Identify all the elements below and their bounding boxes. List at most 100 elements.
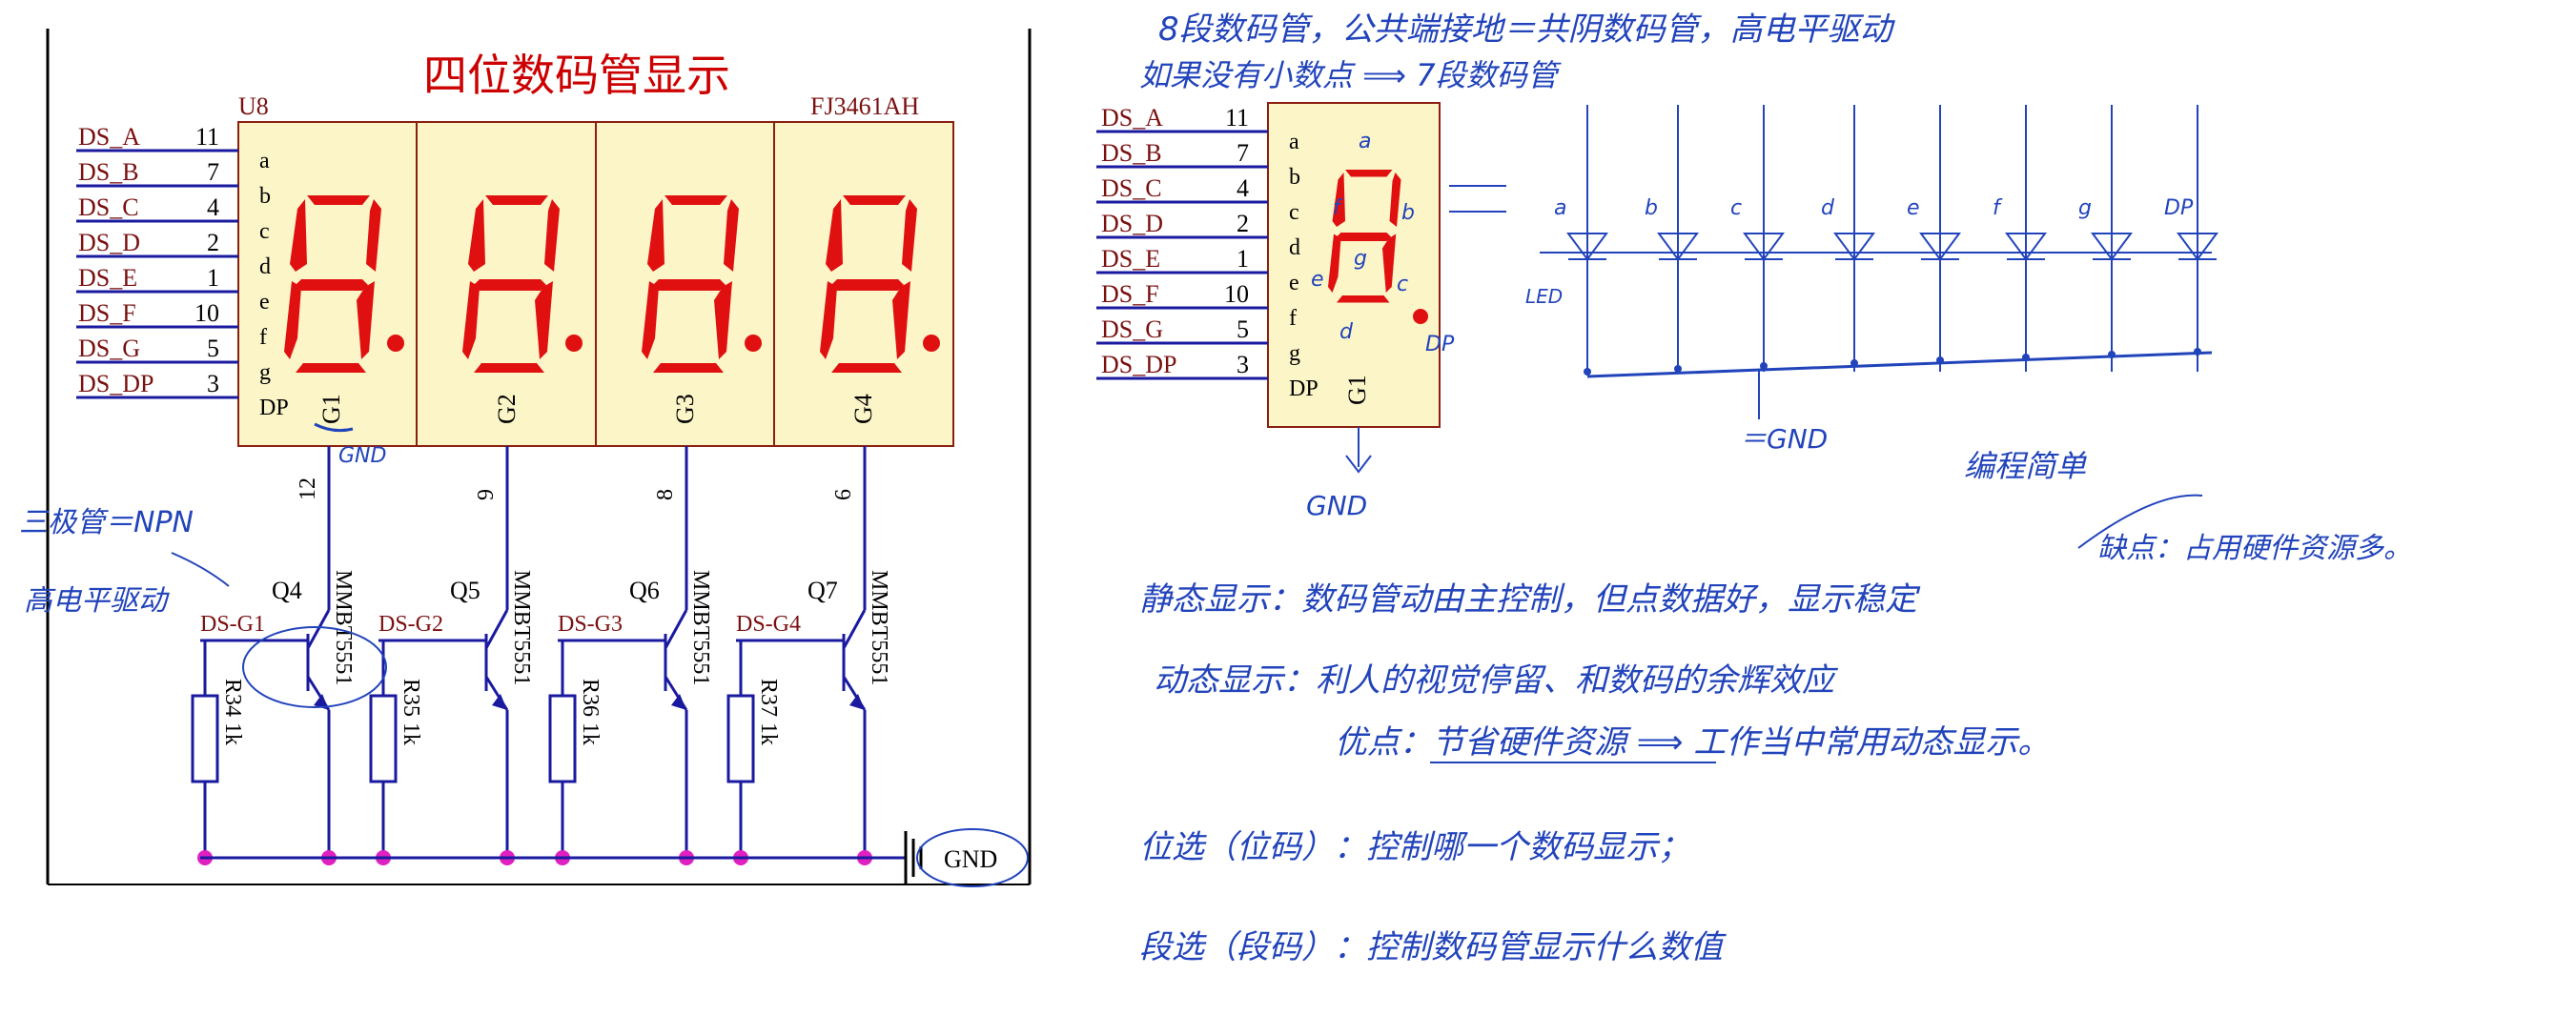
right-pin-number: 2 — [1237, 210, 1249, 237]
schematic-title: 四位数码管显示 — [423, 51, 730, 100]
segment-letter: e — [259, 290, 270, 315]
gnd-hand-note: GND — [1306, 490, 1367, 521]
collector — [484, 609, 509, 649]
digit-pin-num-3: 8 — [653, 489, 678, 500]
note-line-2: 如果没有小数点 ⟹ 7段数码管 — [1139, 57, 1563, 93]
seg-hand-b: b — [1401, 201, 1415, 225]
seg-hand-c: c — [1397, 273, 1408, 296]
digit-label-g1: G1 — [317, 394, 345, 424]
emitter-arrow — [671, 694, 686, 710]
led-node — [2022, 354, 2030, 361]
digit-label-g4: G4 — [849, 394, 877, 424]
resistor-body — [548, 694, 577, 783]
seg-hand-a: a — [1359, 130, 1371, 153]
circle-highlight — [242, 626, 387, 708]
right-segment-letter: a — [1289, 130, 1299, 154]
resistor-ref: R34 1k — [220, 679, 245, 745]
collector — [306, 609, 331, 649]
right-pin-number: 11 — [1225, 104, 1249, 132]
right-pin-number: 10 — [1224, 280, 1249, 308]
pin-name: DS_E — [78, 264, 137, 292]
note-programming: 编程简单 — [1964, 448, 2087, 484]
led-node — [2108, 351, 2116, 358]
digit-3 — [642, 195, 762, 373]
pin-name: DS_F — [78, 299, 136, 327]
net-label: DS-G4 — [736, 612, 801, 637]
right-pin-name: DS_C — [1101, 174, 1162, 202]
note-high-level: 高电平驱动 — [24, 584, 170, 618]
led-label: DP — [2164, 196, 2194, 220]
segment-letter: f — [259, 325, 267, 350]
right-pin-name: DS_G — [1101, 315, 1163, 343]
led-label: d — [1821, 196, 1835, 220]
resistor-body — [191, 694, 219, 783]
right-segment-letter: g — [1289, 341, 1300, 366]
single-digit-body — [1267, 102, 1441, 428]
pin-name: DS_A — [78, 123, 140, 151]
led-triangle — [2177, 233, 2218, 261]
transistor-model: MMBT5551 — [867, 570, 891, 685]
pin-name: DS_DP — [78, 370, 153, 397]
right-segment-letter: d — [1289, 235, 1300, 260]
pin-number: 5 — [207, 335, 219, 362]
digit-pin-num-1: 12 — [296, 478, 320, 500]
digit-1 — [284, 195, 404, 373]
led-label: f — [1993, 196, 2003, 220]
pin-name: DS_D — [78, 229, 140, 256]
single-digit — [1328, 170, 1428, 324]
note-static-cons: 缺点：占用硬件资源多。 — [2097, 532, 2412, 565]
transistor-ref: Q6 — [629, 577, 660, 604]
right-pin-name: DS_B — [1101, 139, 1162, 167]
pin-name: DS_G — [78, 335, 140, 362]
net-label: DS-G1 — [200, 612, 265, 637]
led-label: a — [1554, 196, 1566, 220]
seg-hand-g: g — [1354, 247, 1367, 271]
led-label: g — [2078, 196, 2092, 220]
resistor-ref: R35 1k — [399, 679, 423, 745]
segment-letter: d — [259, 254, 271, 279]
led-node — [1760, 362, 1768, 370]
led-triangle — [2091, 233, 2133, 261]
pin-number: 3 — [207, 370, 219, 397]
segment-letter: a — [259, 149, 270, 173]
right-pin-name: DS_A — [1101, 104, 1163, 132]
digit-2 — [462, 195, 583, 373]
pin-name: DS_C — [78, 193, 139, 221]
right-pin-number: 3 — [1237, 351, 1249, 378]
right-pin-number: 1 — [1237, 245, 1249, 273]
led-node — [1850, 359, 1858, 367]
led-triangle — [1833, 233, 1875, 261]
resistor-ref: R36 1k — [578, 679, 603, 745]
right-segment-letter: DP — [1289, 376, 1319, 401]
pin-number: 2 — [207, 229, 219, 256]
emitter-arrow — [492, 694, 507, 710]
led-triangle — [1743, 233, 1785, 261]
emitter-arrow — [849, 694, 865, 710]
resistor-body — [726, 694, 755, 783]
resistor-body — [369, 694, 398, 783]
note-led: LED — [1525, 285, 1563, 308]
net-label: DS-G2 — [378, 612, 443, 637]
right-digit-label: G1 — [1343, 375, 1371, 405]
digit-4 — [820, 195, 940, 373]
led-triangle — [1657, 233, 1699, 261]
led-node — [1936, 356, 1944, 364]
note-dynamic: 动态显示：利人的视觉停留、和数码的余辉效应 — [1154, 661, 1839, 700]
segment-letter: b — [259, 184, 271, 209]
right-pin-number: 7 — [1237, 139, 1249, 167]
pin-name: DS_B — [78, 158, 139, 186]
led-triangle — [1566, 233, 1608, 261]
right-segment-letter: e — [1289, 271, 1299, 295]
note-bit-select: 位选（位码）：控制哪一个数码显示； — [1139, 828, 1690, 866]
led-label: b — [1645, 196, 1658, 220]
digit-pin-num-2: 9 — [474, 489, 499, 500]
note-static: 静态显示：数码管动由主控制，但点数据好，显示稳定 — [1139, 580, 1921, 619]
